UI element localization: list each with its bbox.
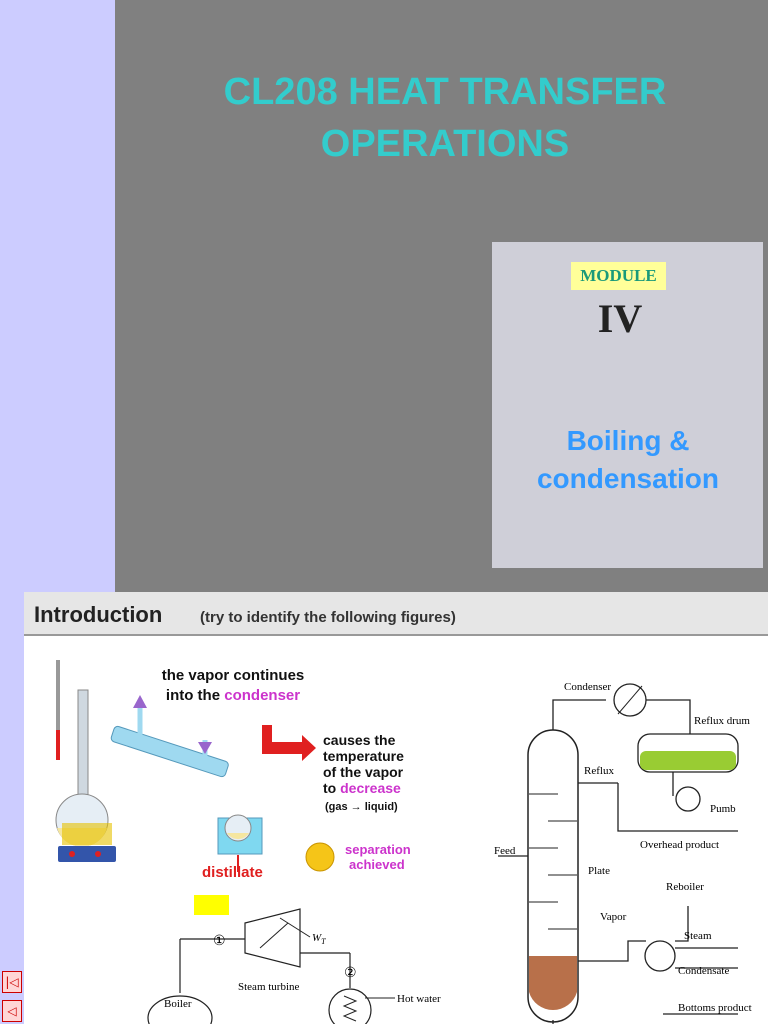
reflux-drum-label: Reflux drum [694,715,750,727]
condenser-tube [110,725,229,778]
thermometer-mercury [56,730,60,760]
causes-arrow [262,725,316,761]
reboiler-vapor-return [578,940,646,962]
intro-header-bar [24,592,768,636]
bottoms-product-label: Bottoms product [678,1002,752,1014]
condenser-label: Condenser [564,681,611,693]
hot-plate-knob-1 [69,851,75,857]
vapor-label: Vapor [600,911,627,923]
module-topic-line2: condensation [536,463,719,494]
thumbs-up-emoji-icon [305,842,335,872]
work-label: WT [312,932,326,946]
highlight-box [194,895,229,915]
rankine-cycle-figure: ① ② WT Steam turbine Hot water Boiler [147,895,441,1024]
module-topic: Boiling & condensation [500,422,756,498]
overhead-vapor-line [552,699,606,730]
causes-line2: temperature [323,748,404,764]
steam-turbine-label: Steam turbine [238,981,300,993]
distillation-column-figure: Condenser Reflux drum Reflux Pumb Overhe… [494,681,752,1024]
turbine-hatch [259,922,289,949]
state1-label: ① [213,934,226,949]
work-arrow [279,917,311,938]
reflux-label: Reflux [584,765,614,777]
first-slide-icon: |◁ [5,975,19,989]
previous-slide-button[interactable]: ◁ [2,1000,22,1022]
boiler-vessel [147,995,213,1024]
vapor-line2-prefix: into the [166,687,224,704]
column-bottoms-liquid [529,956,577,1010]
causes-line1: causes the [323,732,396,748]
condenser-coil [342,995,358,1022]
condenser-to-drum-line [646,699,691,734]
work-symbol: W [312,932,322,944]
hot-plate [58,846,116,862]
module-tag: MODULE [571,262,666,290]
condenser-diagonal [617,685,643,715]
overhead-product-line [617,783,738,832]
feed-label: Feed [494,845,516,857]
causes-line4-prefix: to [323,780,340,796]
reboiler-symbol [644,940,676,972]
steam-label: Steam [684,930,712,942]
still-head [77,689,89,801]
plate-label: Plate [588,865,610,877]
module-number: IV [597,296,643,341]
reboiler-label: Reboiler [666,881,704,893]
causes-line4: to decrease [323,780,401,796]
course-title-line2: OPERATIONS [320,123,570,165]
vapor-line2: into the condenser [166,687,300,704]
vapor-line1: the vapor continues [162,667,305,684]
steam-turbine [244,908,301,968]
hot-plate-knob-2 [95,851,101,857]
course-title-line1: CL208 HEAT TRANSFER [223,71,667,113]
intro-slide [24,592,768,1024]
boiler-label: Boiler [164,998,192,1010]
condenser-jacket [110,725,229,778]
overhead-product-label: Overhead product [640,839,719,851]
hot-water-label: Hot water [397,993,441,1005]
distillate-label: distillate [202,864,263,881]
condensate-label: Condensate [678,965,729,977]
state2-label: ② [344,966,357,981]
pump-symbol [675,786,701,812]
separation-line1: separation [345,842,411,857]
vapor-line2-highlight: condenser [224,687,300,704]
water-out-arrow [133,695,147,708]
causes-line3: of the vapor [323,764,404,780]
module-topic-line1: Boiling & [566,425,690,456]
distillate-liquid [227,833,249,840]
thermometer [56,660,60,760]
separation-line2: achieved [349,857,405,872]
causes-line4-highlight: decrease [340,780,401,796]
work-subscript: T [321,937,326,946]
condenser-vessel [328,988,372,1024]
reflux-drum-liquid [640,751,736,770]
distillation-figure: the vapor continues into the condenser c… [55,660,411,881]
intro-subtitle: (try to identify the following figures) [200,609,456,626]
first-slide-button[interactable]: |◁ [2,971,22,993]
intro-title: Introduction [34,602,163,627]
previous-slide-icon: ◁ [7,1004,17,1018]
pump-label: Pumb [710,803,736,815]
module-box [492,242,763,568]
reboiler-vent-line [675,906,689,942]
course-title: CL208 HEAT TRANSFER OPERATIONS [115,66,768,170]
phase-change-note: (gas → liquid) [325,801,398,813]
water-in-arrow [198,742,212,754]
heating-bath [62,823,112,845]
